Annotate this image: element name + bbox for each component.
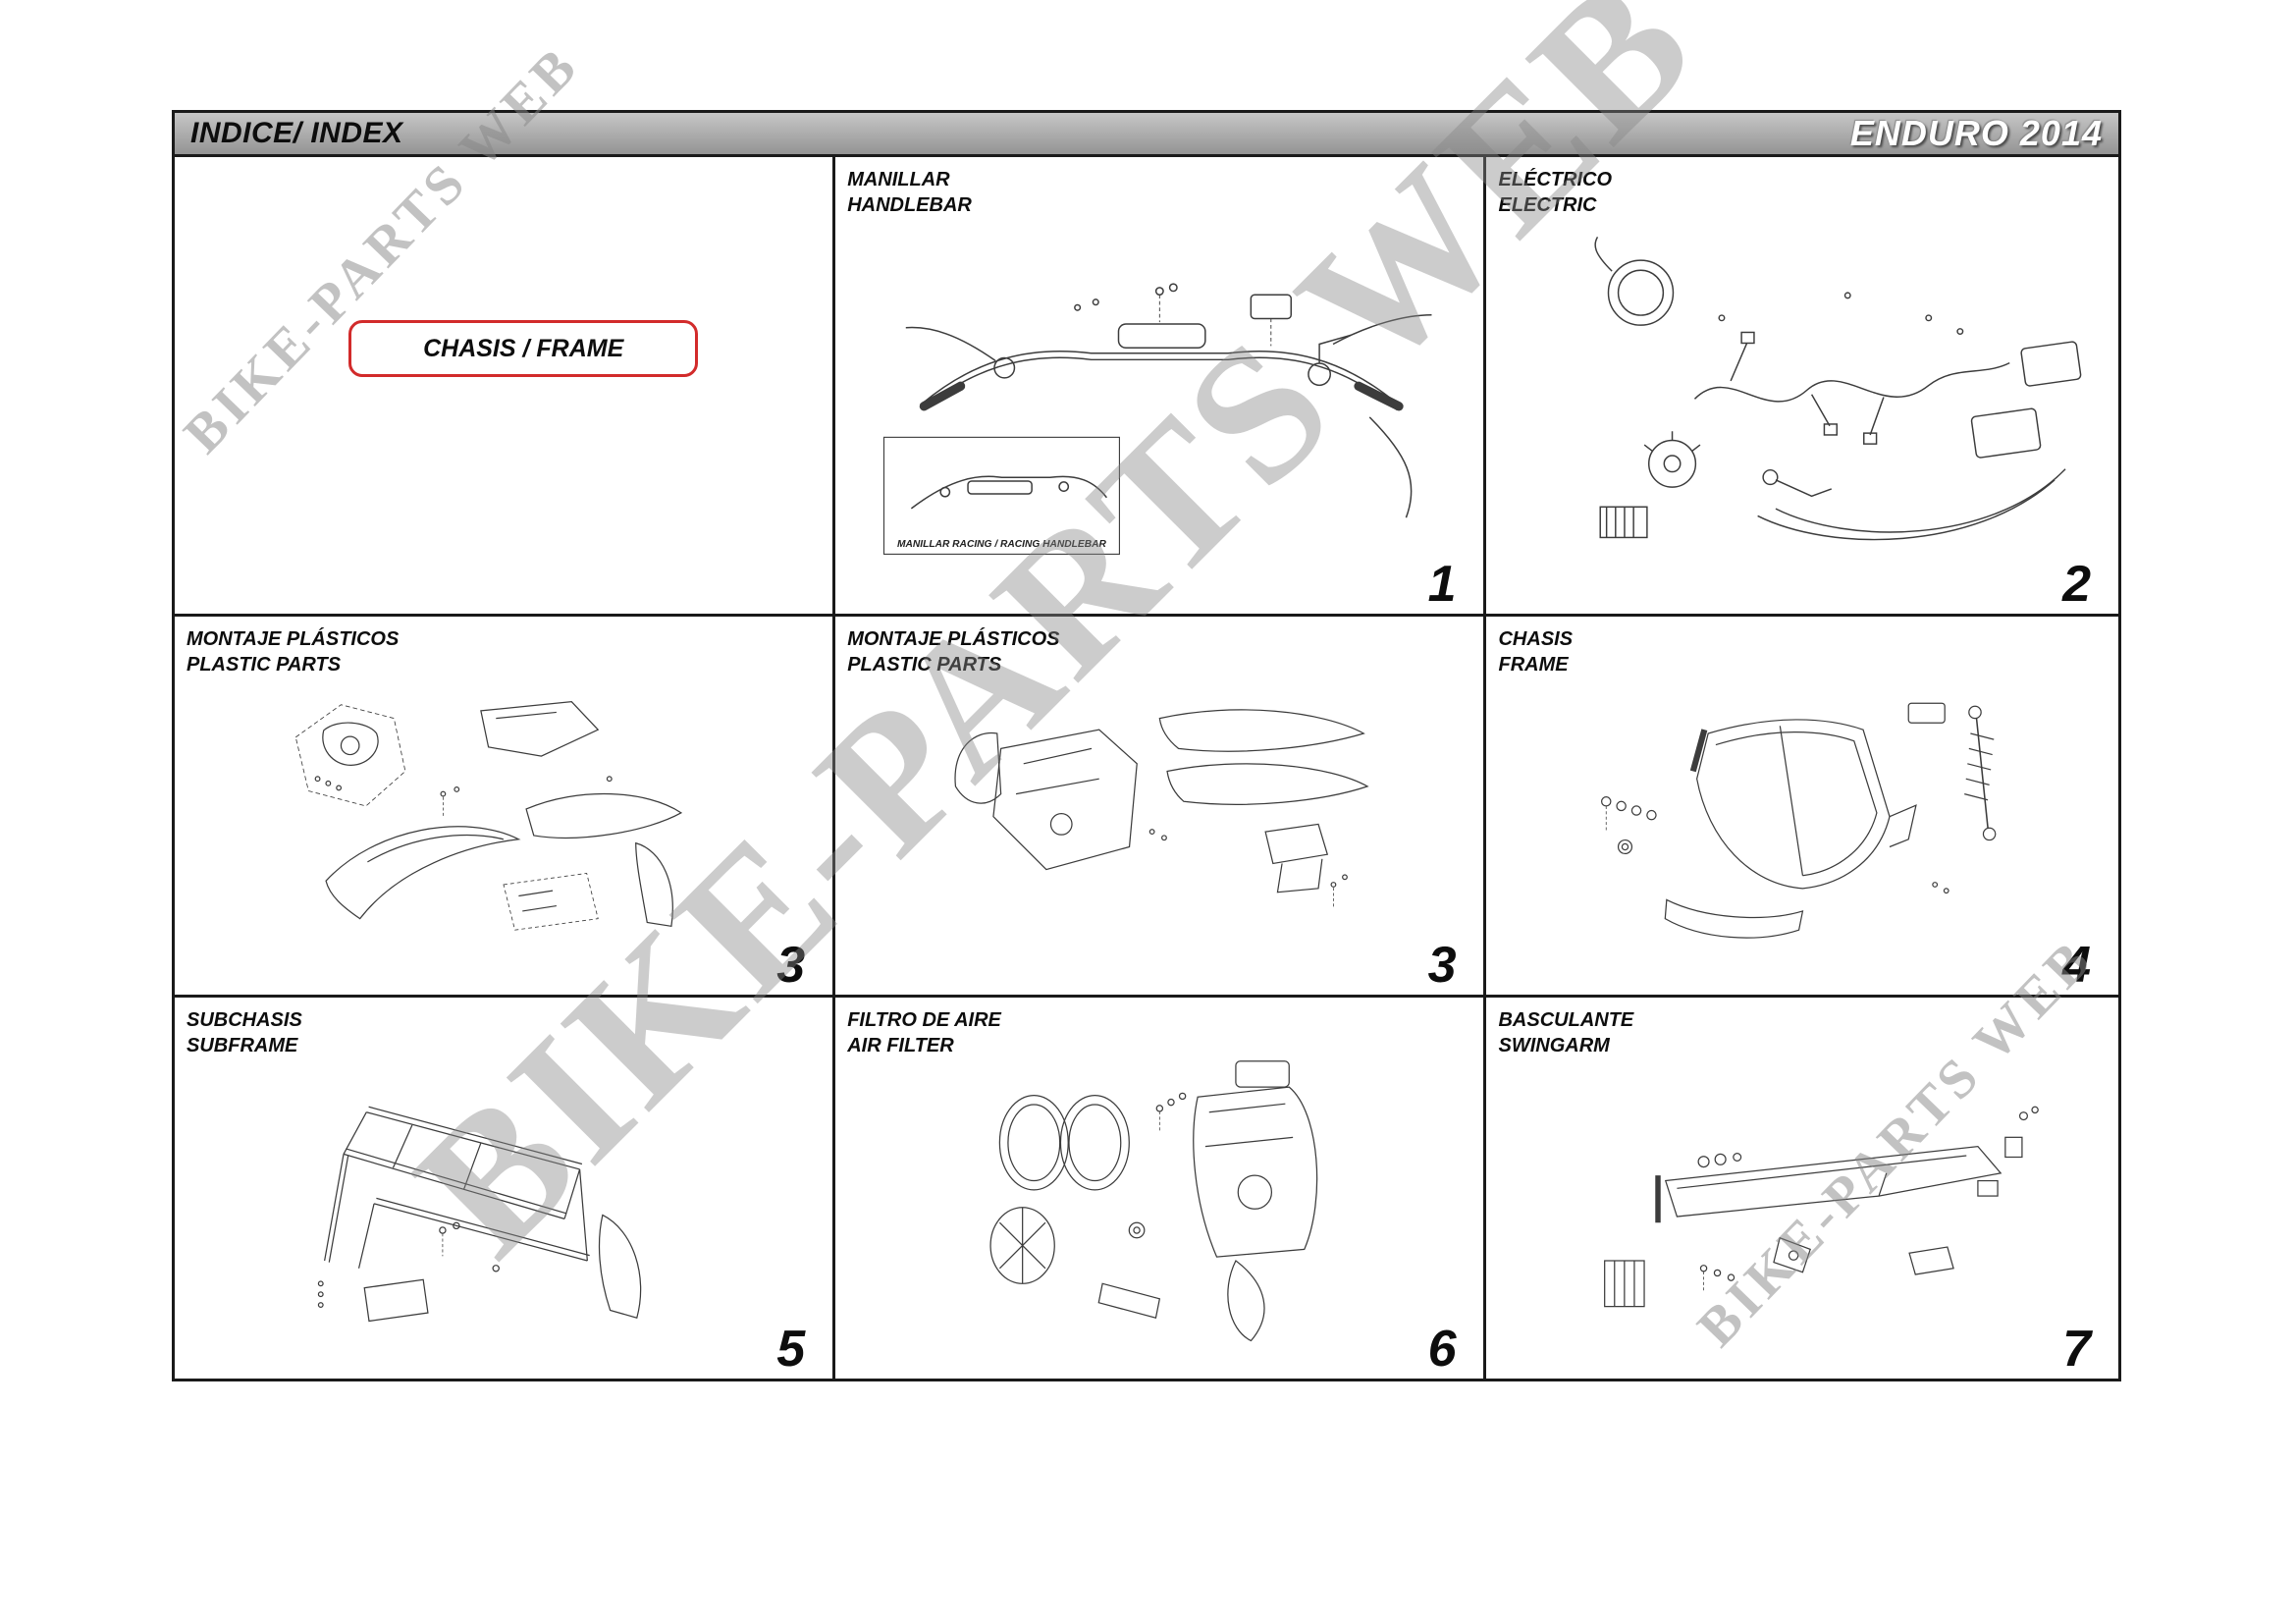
cell-chasis-frame-index[interactable]: CHASIS / FRAME: [175, 157, 836, 617]
page-number: 3: [776, 937, 806, 994]
air-filter-diagram: [989, 1059, 1318, 1341]
cell-title-es: BASCULANTE: [1498, 1009, 1634, 1031]
cell-air-filter[interactable]: FILTRO DE AIRE AIR FILTER: [835, 998, 1487, 1379]
cell-title: MONTAJE PLÁSTICOS PLASTIC PARTS: [847, 626, 1059, 677]
index-title: INDICE/ INDEX: [190, 117, 403, 149]
cell-plastic-parts-1[interactable]: MONTAJE PLÁSTICOS PLASTIC PARTS: [175, 617, 836, 998]
chasis-frame-label-box: CHASIS / FRAME: [348, 320, 699, 378]
model-year-title: ENDURO 2014: [1849, 113, 2103, 153]
plastic-parts-front-diagram: [294, 701, 683, 932]
electric-diagram: [1594, 237, 2082, 541]
cell-title: MONTAJE PLÁSTICOS PLASTIC PARTS: [187, 626, 399, 677]
cell-title-en: PLASTIC PARTS: [187, 654, 342, 676]
cell-frame[interactable]: CHASIS FRAME: [1486, 617, 2118, 998]
cell-title: BASCULANTE SWINGARM: [1498, 1007, 1633, 1058]
cell-title-en: ELECTRIC: [1498, 194, 1597, 216]
cell-title-en: PLASTIC PARTS: [847, 654, 1002, 676]
page-number: 5: [776, 1321, 806, 1378]
page-number: 7: [2062, 1321, 2091, 1378]
cell-title-en: SUBFRAME: [187, 1035, 298, 1056]
page-number: 6: [1427, 1321, 1457, 1378]
page-number: 2: [2062, 556, 2091, 613]
cell-title: MANILLAR HANDLEBAR: [847, 167, 972, 218]
catalog-sheet: INDICE/ INDEX ENDURO 2014 CHASIS / FRAME…: [172, 110, 2121, 1381]
cell-title-es: CHASIS: [1498, 628, 1574, 650]
page-number: 3: [1427, 937, 1457, 994]
subframe-diagram: [317, 1106, 642, 1322]
cell-handlebar[interactable]: MANILLAR HANDLEBAR: [835, 157, 1487, 617]
cell-title: ELÉCTRICO ELECTRIC: [1498, 167, 1612, 218]
cell-electric[interactable]: ELÉCTRICO ELECTRIC: [1486, 157, 2118, 617]
cell-title-en: HANDLEBAR: [847, 194, 972, 216]
cell-title: SUBCHASIS SUBFRAME: [187, 1007, 302, 1058]
cell-title-es: MONTAJE PLÁSTICOS: [187, 628, 400, 650]
cell-title-en: FRAME: [1498, 654, 1569, 676]
cell-plastic-parts-2[interactable]: MONTAJE PLÁSTICOS PLASTIC PARTS: [835, 617, 1487, 998]
cell-title-es: SUBCHASIS: [187, 1009, 302, 1031]
racing-handlebar-caption: MANILLAR RACING / RACING HANDLEBAR: [897, 539, 1106, 550]
cell-title-es: MONTAJE PLÁSTICOS: [847, 628, 1060, 650]
frame-diagram: [1600, 702, 1997, 940]
header-bar: INDICE/ INDEX ENDURO 2014: [172, 110, 2121, 157]
cell-title-en: SWINGARM: [1498, 1035, 1610, 1056]
cell-title-es: FILTRO DE AIRE: [847, 1009, 1001, 1031]
handlebar-diagram: MANILLAR RACING / RACING HANDLEBAR: [882, 283, 1432, 556]
page-number: 4: [2062, 937, 2091, 994]
plastic-parts-rear-diagram: [954, 709, 1369, 908]
index-grid: CHASIS / FRAME MANILLAR HANDLEBAR: [172, 157, 2121, 1381]
cell-title-es: ELÉCTRICO: [1498, 169, 1613, 190]
cell-title-es: MANILLAR: [847, 169, 950, 190]
cell-subframe[interactable]: SUBCHASIS SUBFRAME: [175, 998, 836, 1379]
cell-title: CHASIS FRAME: [1498, 626, 1573, 677]
cell-swingarm[interactable]: BASCULANTE SWINGARM: [1486, 998, 2118, 1379]
cell-title-en: AIR FILTER: [847, 1035, 954, 1056]
cell-title: FILTRO DE AIRE AIR FILTER: [847, 1007, 1001, 1058]
page-number: 1: [1427, 556, 1457, 613]
swingarm-diagram: [1603, 1106, 2039, 1307]
